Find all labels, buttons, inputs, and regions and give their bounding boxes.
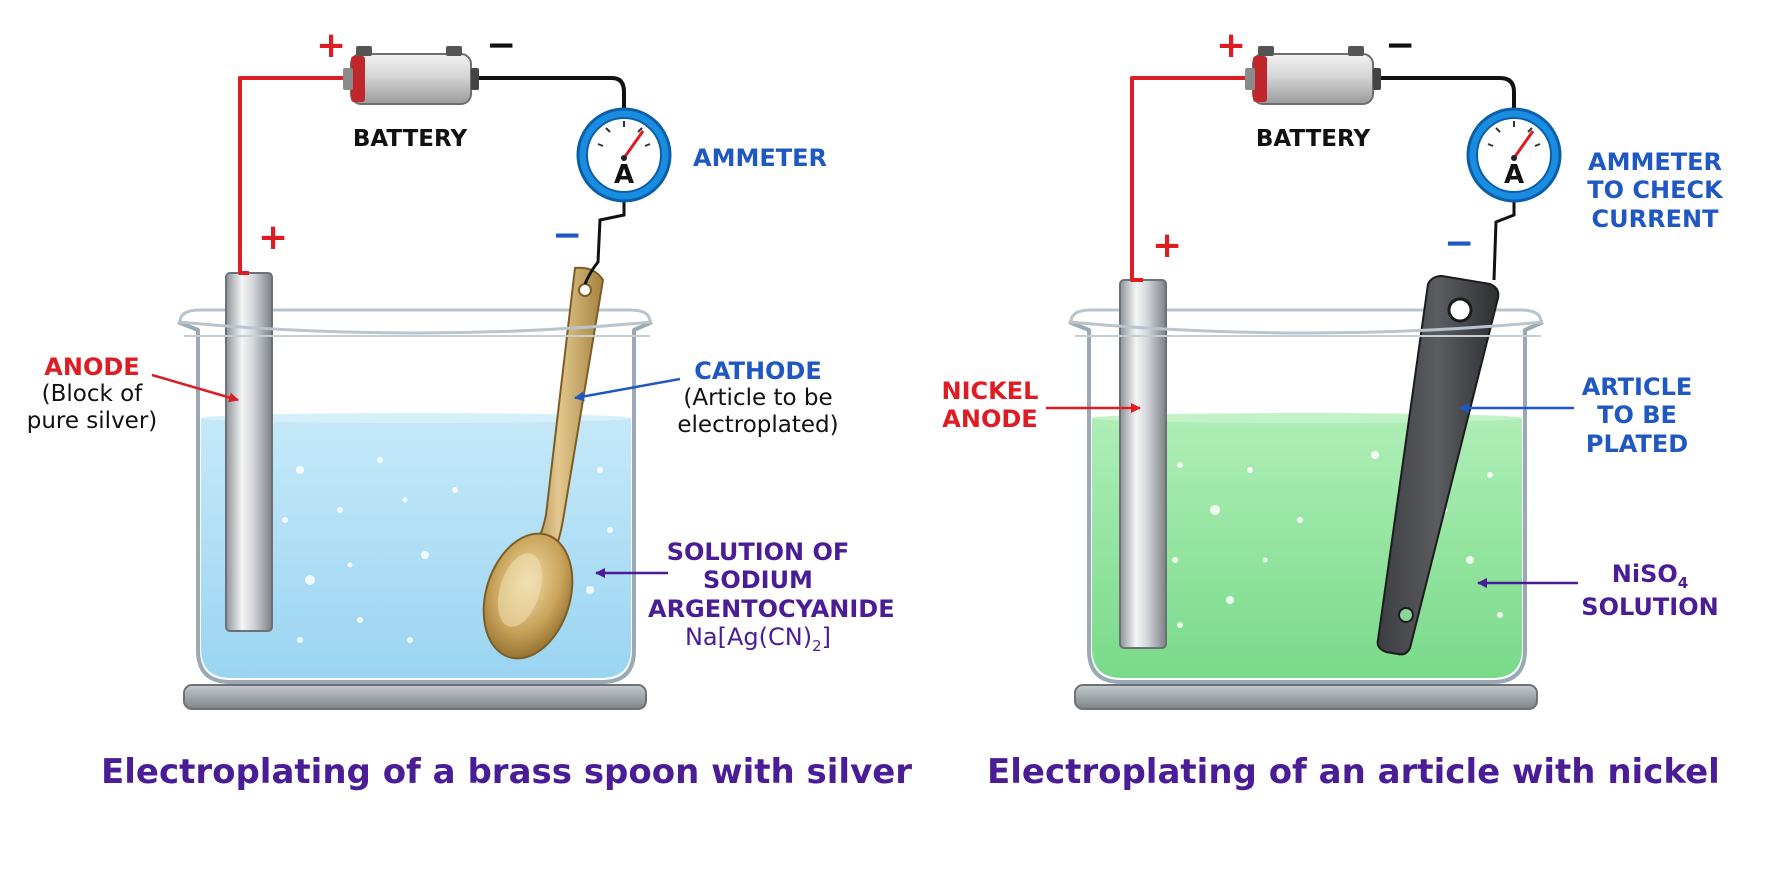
right-ammeter — [1466, 107, 1562, 203]
left-solution-line1: SOLUTION OF — [666, 538, 850, 566]
left-formula-close: ] — [821, 622, 832, 651]
left-cathode-arrow — [574, 377, 681, 402]
right-panel — [1046, 46, 1578, 710]
right-article-line1: ARTICLE — [1581, 373, 1693, 401]
right-beaker-glass — [1068, 320, 1544, 684]
left-formula-subscript: 2 — [812, 636, 822, 655]
right-ammeter-letter: A — [1503, 160, 1525, 190]
left-ammeter-to-cathode-wire — [583, 200, 626, 285]
left-bubbles — [282, 457, 613, 643]
left-cathode-desc-line1: (Article to be — [683, 385, 833, 412]
right-ammeter-line3: CURRENT — [1591, 204, 1719, 233]
right-formula-main: NiSO — [1611, 560, 1678, 588]
left-ammeter-label: AMMETER — [693, 144, 827, 172]
left-panel — [151, 46, 681, 710]
right-solution-label: NiSO4 SOLUTION — [1580, 560, 1720, 621]
left-anode-title: ANODE — [44, 353, 140, 381]
left-beaker-back — [178, 308, 652, 323]
right-battery — [1245, 46, 1381, 105]
left-battery-plus-sign: + — [316, 25, 347, 66]
article-plate-cathode — [1376, 274, 1500, 656]
right-positive-wire — [1130, 76, 1252, 282]
right-solution-line2: SOLUTION — [1581, 592, 1719, 621]
right-anode-label: NICKEL ANODE — [930, 377, 1050, 434]
right-beaker-base — [1074, 684, 1538, 710]
right-ammeter-line1: AMMETER — [1588, 148, 1722, 176]
left-anode-arrow — [151, 373, 239, 403]
right-formula-subscript: 4 — [1677, 574, 1689, 592]
right-anode-line2: ANODE — [942, 405, 1038, 434]
left-ammeter — [576, 107, 672, 203]
left-negative-wire — [468, 76, 626, 110]
left-positive-wire — [238, 76, 350, 275]
left-cathode-minus-sign: − — [552, 215, 583, 256]
left-ammeter-letter: A — [613, 160, 635, 190]
left-battery — [343, 46, 479, 105]
left-caption: Electroplating of a brass spoon with sil… — [101, 752, 913, 792]
left-battery-label: BATTERY — [352, 126, 468, 152]
left-formula-main: Na[Ag(CN) — [684, 622, 813, 651]
right-battery-label: BATTERY — [1255, 126, 1371, 152]
left-anode-desc-line2: pure silver) — [26, 408, 158, 435]
right-article-label: ARTICLE TO BE PLATED — [1572, 373, 1702, 458]
left-solution-formula: Na[Ag(CN)2] — [648, 623, 868, 656]
left-cathode-desc-line2: electroplated) — [677, 412, 839, 439]
left-anode-plus-sign: + — [258, 217, 289, 258]
right-ammeter-label: AMMETER TO CHECK CURRENT — [1580, 148, 1730, 233]
right-anode-line1: NICKEL — [941, 377, 1039, 405]
left-solution-label: SOLUTION OF SODIUM ARGENTOCYANIDE Na[Ag(… — [648, 538, 895, 656]
left-battery-minus-sign: − — [486, 25, 517, 66]
right-negative-wire — [1370, 76, 1516, 110]
right-article-line2: TO BE — [1597, 401, 1677, 430]
brass-spoon-cathode — [482, 266, 605, 660]
right-ammeter-line2: TO CHECK — [1587, 176, 1723, 205]
right-battery-minus-sign: − — [1385, 25, 1416, 66]
left-beaker-glass — [177, 320, 653, 684]
right-solution-formula: NiSO4 — [1580, 560, 1720, 593]
right-ammeter-to-cathode-wire — [1492, 200, 1516, 281]
right-battery-plus-sign: + — [1216, 25, 1247, 66]
left-solution-line3: ARGENTOCYANIDE — [648, 594, 895, 623]
left-solution-line2: SODIUM — [703, 566, 813, 595]
right-anode-plus-sign: + — [1152, 225, 1183, 266]
right-cathode-minus-sign: − — [1444, 223, 1475, 264]
left-beaker-base — [183, 684, 647, 710]
left-anode-desc-line1: (Block of — [41, 381, 143, 408]
right-caption: Electroplating of an article with nickel — [987, 752, 1720, 792]
left-anode-label: ANODE (Block of pure silver) — [22, 353, 162, 436]
left-cathode-label: CATHODE (Article to be electroplated) — [668, 357, 848, 440]
left-cathode-title: CATHODE — [694, 357, 822, 385]
right-article-line3: PLATED — [1585, 429, 1689, 458]
right-beaker-back — [1069, 308, 1543, 323]
